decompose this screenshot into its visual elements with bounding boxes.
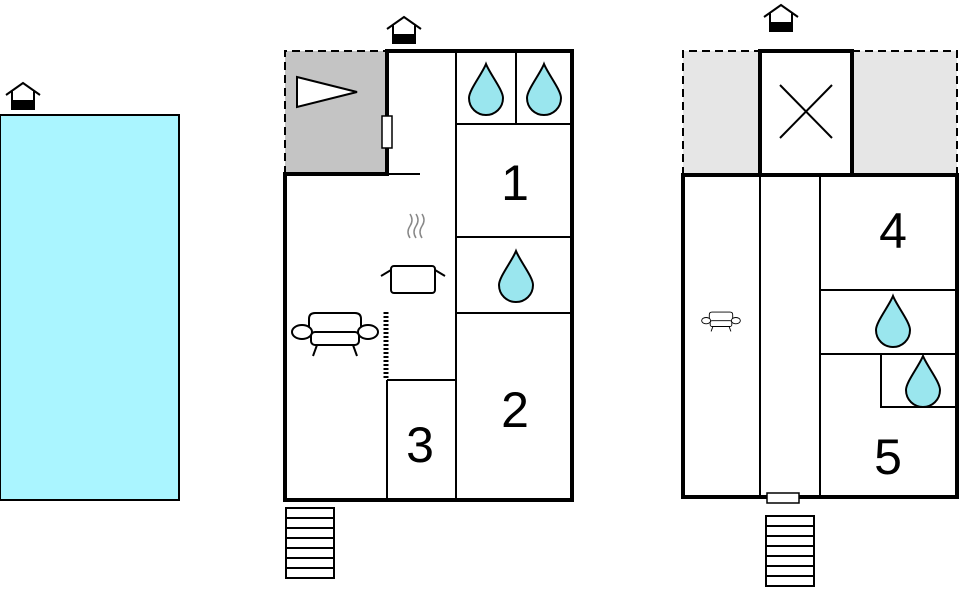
door-icon — [381, 115, 393, 149]
pool-plan — [0, 82, 180, 501]
water-drop-icon — [905, 355, 941, 408]
water-drop-icon — [526, 63, 562, 116]
door-icon — [766, 492, 800, 504]
room-number-4: 4 — [879, 203, 907, 259]
cross-icon — [779, 84, 833, 139]
ground-floor-plan: 1 2 3 — [283, 16, 574, 579]
house-icon — [386, 16, 422, 44]
water-drop-icon — [498, 250, 534, 303]
sofa-icon — [291, 312, 379, 357]
cooking-pot-icon — [380, 213, 446, 294]
stairs-icon — [285, 507, 335, 579]
house-icon — [5, 82, 41, 110]
stairs-icon — [765, 515, 815, 587]
room-number-5: 5 — [874, 429, 902, 485]
upper-floor-plan: 4 5 — [681, 4, 959, 587]
house-icon — [763, 4, 799, 32]
terrace — [683, 51, 760, 175]
water-drop-icon — [468, 63, 504, 116]
room-number-3: 3 — [406, 417, 434, 473]
sofa-icon — [701, 311, 741, 332]
terrace — [285, 51, 387, 174]
water-drop-icon — [875, 295, 911, 348]
room-number-2: 2 — [501, 382, 529, 438]
triangle-icon — [296, 75, 358, 109]
terrace — [852, 51, 957, 175]
room-number-1: 1 — [501, 155, 529, 211]
swimming-pool — [0, 114, 180, 501]
